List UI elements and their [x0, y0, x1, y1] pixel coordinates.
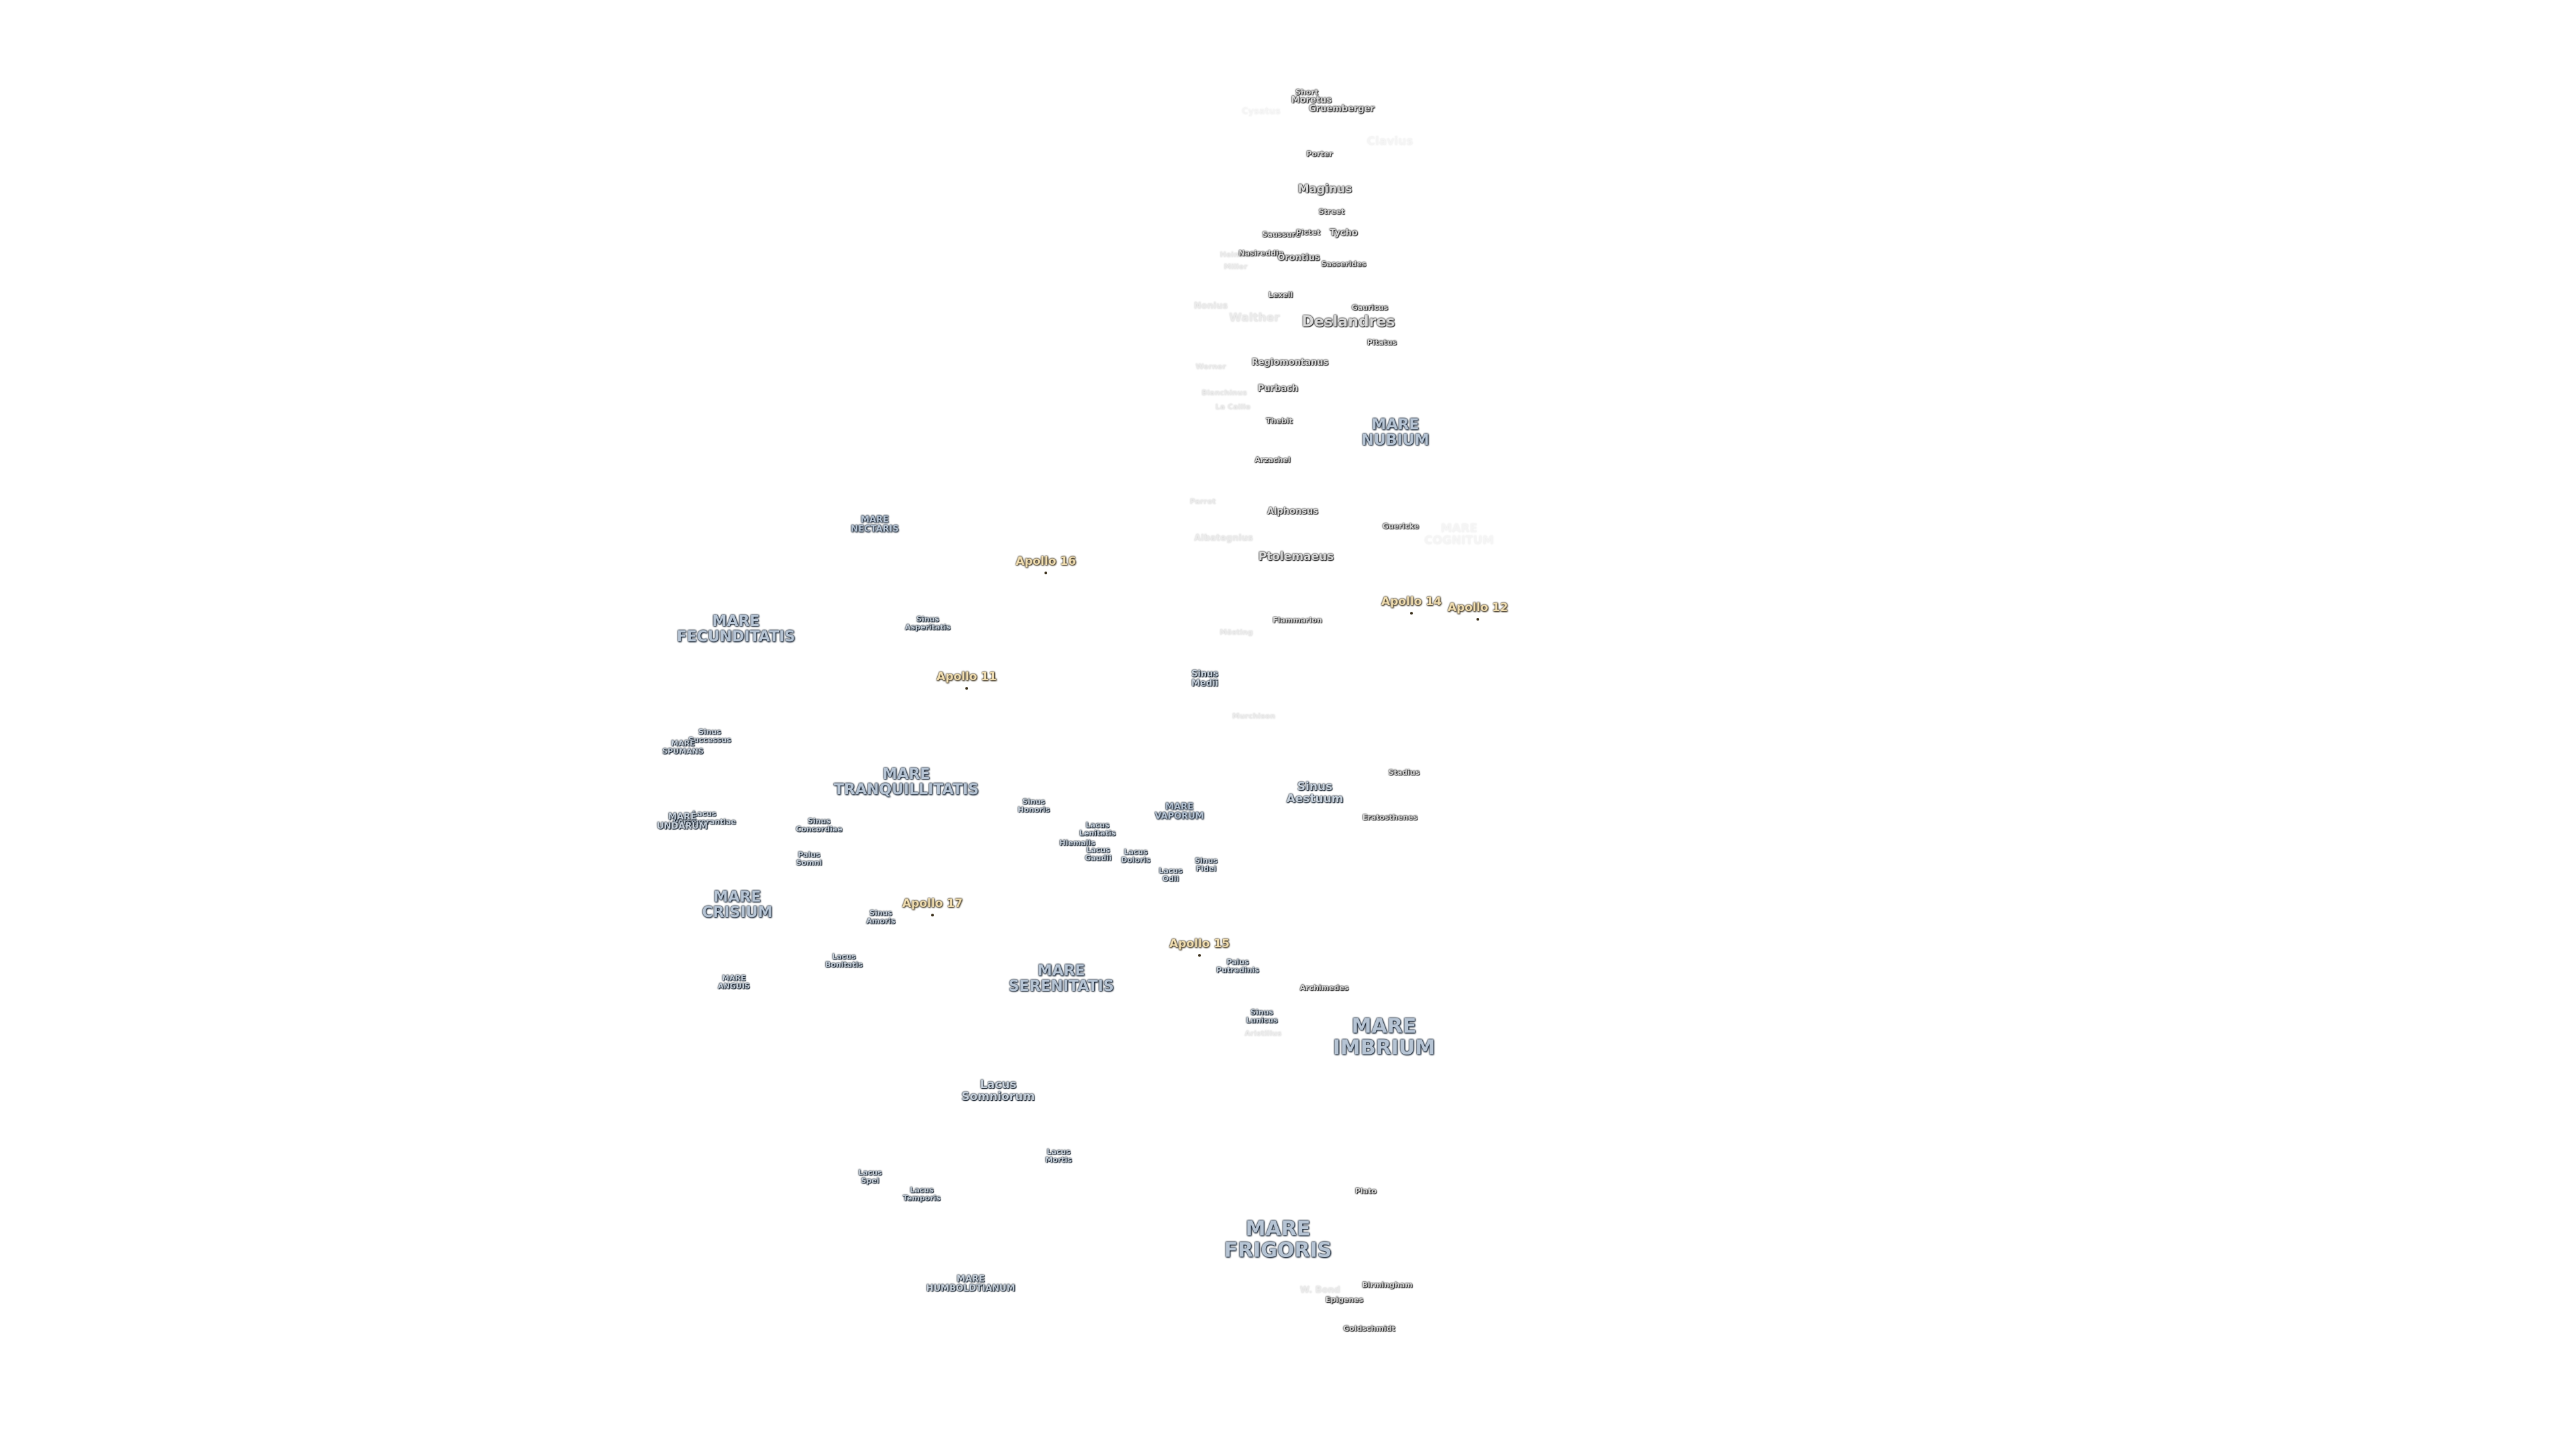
crater-label-stadius[interactable]: Stadius: [1388, 768, 1420, 777]
mare-label-nubium[interactable]: MARE NUBIUM: [1361, 416, 1430, 449]
mare-label-tranquillitatis[interactable]: MARE TRANQUILLITATIS: [833, 765, 979, 798]
crater-label-birmingham[interactable]: Birmingham: [1362, 1281, 1413, 1290]
palus-label-putredinis[interactable]: Palus Putredinis: [1216, 957, 1259, 974]
crater-label-regiomontanus[interactable]: Regiomontanus: [1251, 358, 1329, 368]
apollo-15-landing-site[interactable]: Apollo 15: [1169, 937, 1230, 957]
crater-label-blanchinus[interactable]: Blanchinus: [1201, 388, 1247, 398]
crater-label-nasireddin[interactable]: Nasireddin: [1238, 249, 1284, 258]
mare-label-serenitatis[interactable]: MARE SERENITATIS: [1008, 962, 1114, 995]
crater-label-heinsius[interactable]: Heinsius: [1220, 250, 1256, 260]
mare-label-nectaris[interactable]: MARE NECTARIS: [851, 515, 899, 534]
apollo-16-landing-site[interactable]: Apollo 16: [1016, 555, 1076, 574]
sinus-label-aestuum[interactable]: Sinus Aestuum: [1286, 780, 1344, 806]
mare-label-undarum[interactable]: MARE UNDARUM: [657, 812, 708, 831]
crater-label-plato[interactable]: Plato: [1354, 1187, 1377, 1196]
lacus-label-bonitatis[interactable]: Lacus Bonitatis: [825, 952, 863, 969]
crater-label-mosting[interactable]: Mösting: [1220, 628, 1253, 637]
lacus-label-gaudii[interactable]: Lacus Gaudii: [1085, 845, 1112, 862]
mare-label-imbrium[interactable]: MARE IMBRIUM: [1332, 1014, 1436, 1059]
crater-label-archimedes[interactable]: Archimedes: [1299, 983, 1349, 993]
mare-label-anguis[interactable]: MARE ANGUIS: [718, 973, 750, 990]
crater-label-street[interactable]: Street: [1318, 207, 1345, 217]
apollo-14-landing-site[interactable]: Apollo 14: [1381, 595, 1442, 614]
crater-label-thebit[interactable]: Thebit: [1266, 417, 1293, 426]
lacus-label-hiemalis[interactable]: Hiemalis: [1059, 839, 1095, 848]
mare-label-vaporum[interactable]: MARE VAPORUM: [1155, 802, 1204, 821]
sinus-label-lunicus[interactable]: Sinus Lunicus: [1246, 1008, 1278, 1024]
crater-label-parrot[interactable]: Parrot: [1189, 497, 1216, 506]
lacus-label-temporis[interactable]: Lacus Temporis: [902, 1185, 941, 1202]
crater-label-saussure[interactable]: Saussure: [1262, 230, 1301, 239]
lacus-label-lenitatis[interactable]: Lacus Lenitatis: [1079, 820, 1116, 837]
crater-label-sasserides[interactable]: Sasserides: [1321, 260, 1366, 269]
lacus-label-spei[interactable]: Lacus Spei: [858, 1168, 882, 1185]
crater-label-orontius[interactable]: Orontius: [1277, 253, 1320, 264]
mare-label-cognitum[interactable]: MARE COGNITUM: [1424, 522, 1494, 547]
crater-label-ptolemaeus[interactable]: Ptolemaeus: [1258, 550, 1334, 564]
mare-label-frigoris[interactable]: MARE FRIGORIS: [1224, 1217, 1332, 1262]
mare-label-crisium[interactable]: MARE CRISIUM: [702, 888, 773, 921]
crater-label-nonius[interactable]: Nonius: [1193, 301, 1228, 312]
mare-label-spumans[interactable]: MARE SPUMANS: [662, 739, 704, 755]
crater-label-maginus[interactable]: Maginus: [1297, 182, 1352, 197]
crater-label-epigenes[interactable]: Epigenes: [1325, 1295, 1364, 1305]
apollo-17-landing-site[interactable]: Apollo 17: [902, 897, 963, 916]
sinus-label-asperitatis[interactable]: Sinus Asperitatis: [905, 614, 951, 631]
lacus-label-perseverantiae[interactable]: Lacus Perseverantiae: [672, 809, 737, 826]
mare-label-humboldtianum[interactable]: MARE HUMBOLDTIANUM: [926, 1274, 1016, 1293]
crater-label-tycho[interactable]: Tycho: [1330, 228, 1358, 239]
apollo-12-landing-site[interactable]: Apollo 12: [1448, 601, 1508, 621]
palus-label-somni[interactable]: Palus Somni: [796, 850, 822, 867]
crater-label-porter[interactable]: Porter: [1306, 150, 1333, 159]
sinus-label-amoris[interactable]: Sinus Amoris: [866, 908, 896, 925]
crater-label-short[interactable]: Short: [1295, 88, 1318, 97]
crater-label-pitatus[interactable]: Pitatus: [1366, 338, 1397, 347]
crater-label-albategnius[interactable]: Albategnius: [1194, 533, 1253, 544]
crater-label-gruemberger[interactable]: Gruemberger: [1309, 104, 1375, 115]
crater-label-werner[interactable]: Werner: [1195, 362, 1226, 372]
crater-label-lexell[interactable]: Lexell: [1268, 290, 1293, 300]
crater-label-guericke[interactable]: Guericke: [1382, 522, 1419, 531]
sinus-label-medii[interactable]: Sinus Medii: [1191, 669, 1219, 688]
sinus-label-honoris[interactable]: Sinus Honoris: [1018, 797, 1050, 814]
sinus-label-successus[interactable]: Sinus Successus: [688, 727, 731, 744]
apollo-11-landing-site[interactable]: Apollo 11: [936, 670, 997, 690]
crater-label-pictet[interactable]: Pictet: [1295, 228, 1321, 237]
sinus-label-fidei[interactable]: Sinus Fidei: [1195, 856, 1218, 873]
crater-label-purbach[interactable]: Purbach: [1257, 384, 1299, 394]
crater-label-moretus[interactable]: Moretus: [1291, 95, 1332, 106]
crater-label-eratosthenes[interactable]: Eratosthenes: [1362, 813, 1418, 822]
lacus-label-odii[interactable]: Lacus Odii: [1159, 866, 1183, 883]
crater-label-gauricus[interactable]: Gauricus: [1351, 303, 1389, 313]
sinus-label-concordiae[interactable]: Sinus Concordiae: [796, 816, 843, 833]
lacus-label-somniorum[interactable]: Lacus Somniorum: [961, 1078, 1035, 1104]
crater-label-flammarion[interactable]: Flammarion: [1273, 616, 1322, 625]
lacus-label-doloris[interactable]: Lacus Doloris: [1121, 847, 1150, 864]
crater-label-miller[interactable]: Miller: [1224, 262, 1248, 272]
crater-label-murchison[interactable]: Murchison: [1232, 712, 1276, 721]
crater-label-walther[interactable]: Walther: [1229, 311, 1280, 325]
crater-label-deslandres[interactable]: Deslandres: [1301, 313, 1395, 331]
mare-label-fecunditatis[interactable]: MARE FECUNDITATIS: [676, 612, 796, 645]
crater-label-alphonsus[interactable]: Alphonsus: [1267, 506, 1318, 517]
crater-label-goldschmidt[interactable]: Goldschmidt: [1343, 1324, 1395, 1334]
crater-label-aristillus[interactable]: Aristillus: [1244, 1029, 1282, 1038]
crater-label-la-caille[interactable]: La Caille: [1215, 402, 1251, 412]
lacus-label-mortis[interactable]: Lacus Mortis: [1045, 1147, 1072, 1164]
crater-label-clavius[interactable]: Clavius: [1366, 135, 1413, 149]
crater-label-arzachel[interactable]: Arzachel: [1254, 455, 1291, 465]
crater-label-cysatus[interactable]: Cysatus: [1242, 107, 1281, 117]
crater-label-w-bond[interactable]: W. Bond: [1299, 1285, 1341, 1296]
